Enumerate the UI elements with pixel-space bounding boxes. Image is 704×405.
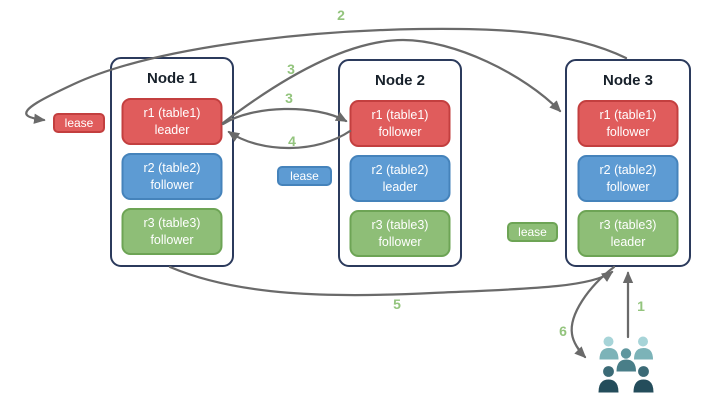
step-label-6: 6 [559,323,567,339]
replica-name: r3 (table3) [371,218,429,233]
replica-role: follower [150,232,194,247]
node-3-title: Node 3 [602,72,653,89]
replica-role: leader [154,122,190,137]
step-label-3b: 3 [285,90,293,106]
step-label-1: 1 [637,298,645,314]
step-label-2: 2 [337,7,345,23]
replica-name: r2 (table2) [143,161,201,176]
arrow-step-3-to-node2 [221,107,348,126]
replica-name: r3 (table3) [599,218,657,233]
node-1-replica-r1: r1 (table1) leader [121,98,223,145]
node-1-replica-r2: r2 (table2) follower [121,153,223,200]
replica-name: r2 (table2) [371,163,429,178]
node-3-replica-r1: r1 (table1) follower [577,100,679,147]
replica-name: r1 (table1) [599,108,657,123]
replica-role: follower [606,124,650,139]
replica-name: r2 (table2) [599,163,657,178]
node-1-replica-r3: r3 (table3) follower [121,208,223,255]
node-2-replica-r2: r2 (table2) leader [349,155,451,202]
node-2-replica-r3: r3 (table3) follower [349,210,451,257]
node-3-replica-r2: r2 (table2) follower [577,155,679,202]
lease-badge-r1: lease [53,113,105,133]
lease-badge-r2: lease [277,166,332,186]
node-2-title: Node 2 [374,72,425,89]
node-1-title: Node 1 [146,70,197,87]
node-2-replica-r1: r1 (table1) follower [349,100,451,147]
replica-role: follower [150,177,194,192]
step-label-5: 5 [393,296,401,312]
replica-role: leader [610,234,646,249]
step-label-3a: 3 [287,61,295,77]
arrow-step-6 [570,265,616,359]
replica-name: r1 (table1) [371,108,429,123]
replica-name: r1 (table1) [143,106,201,121]
replica-name: r3 (table3) [143,216,201,231]
step-label-4: 4 [288,133,296,149]
node-3: Node 3 r1 (table1) follower r2 (table2) … [565,59,691,267]
users-group-icon [598,336,654,393]
node-1: Node 1 r1 (table1) leader r2 (table2) fo… [110,57,234,267]
node-2: Node 2 r1 (table1) follower r2 (table2) … [338,59,462,267]
arrow-step-5 [168,265,614,297]
replica-role: follower [606,179,650,194]
replica-role: leader [382,179,418,194]
replica-role: follower [378,124,422,139]
node-3-replica-r3: r3 (table3) leader [577,210,679,257]
replica-role: follower [378,234,422,249]
lease-badge-r3: lease [507,222,558,242]
